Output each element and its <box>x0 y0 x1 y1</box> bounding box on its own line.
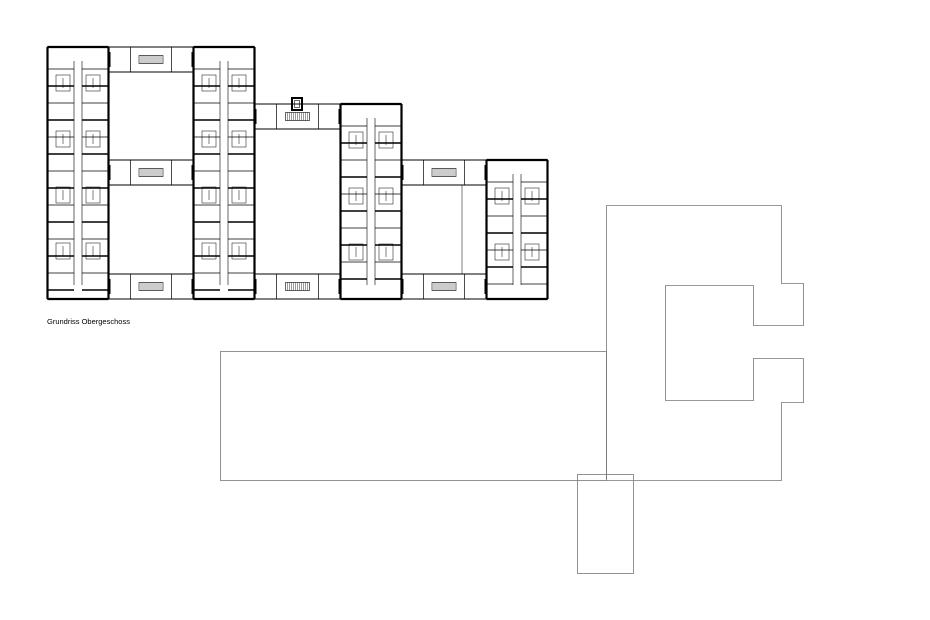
bathroom-cell <box>378 131 394 149</box>
bathroom-cell <box>348 131 364 149</box>
bathroom-cell <box>494 187 510 205</box>
site-block-west <box>220 351 607 481</box>
apartment-wing <box>340 103 402 300</box>
bathroom-cell <box>524 187 540 205</box>
apartment-wing <box>193 46 255 300</box>
site-block-south <box>577 474 634 574</box>
apartment-wing <box>47 46 109 300</box>
bathroom-cell <box>378 187 394 205</box>
bathroom-cell <box>55 130 71 148</box>
bathroom-cell <box>231 74 247 92</box>
apartment-wing <box>486 159 548 300</box>
bathroom-cell <box>348 243 364 261</box>
building-plan <box>46 45 549 301</box>
bathroom-cell <box>378 243 394 261</box>
bathroom-cell <box>85 74 101 92</box>
bathroom-cell <box>85 242 101 260</box>
bathroom-cell <box>55 74 71 92</box>
plan-caption: Grundriss Obergeschoss <box>47 317 130 326</box>
bathroom-cell <box>55 242 71 260</box>
bathroom-cell <box>85 130 101 148</box>
site-outline <box>220 205 804 574</box>
chimney-flue <box>294 100 300 108</box>
bathroom-cell <box>494 243 510 261</box>
bathroom-cell <box>201 130 217 148</box>
bathroom-cell <box>85 186 101 204</box>
site-block-east <box>606 205 804 481</box>
rooms <box>47 68 548 291</box>
wings <box>46 45 549 301</box>
bathroom-cell <box>201 186 217 204</box>
chimney-shaft <box>291 97 303 111</box>
bathroom-cell <box>348 187 364 205</box>
bathroom-cell <box>201 242 217 260</box>
bathroom-cell <box>524 243 540 261</box>
bathroom-cell <box>55 186 71 204</box>
stairs <box>138 55 457 291</box>
bathroom-cell <box>231 186 247 204</box>
bathroom-cell <box>201 74 217 92</box>
connectors <box>108 46 487 300</box>
bathroom-cell <box>231 130 247 148</box>
bathroom-cell <box>231 242 247 260</box>
